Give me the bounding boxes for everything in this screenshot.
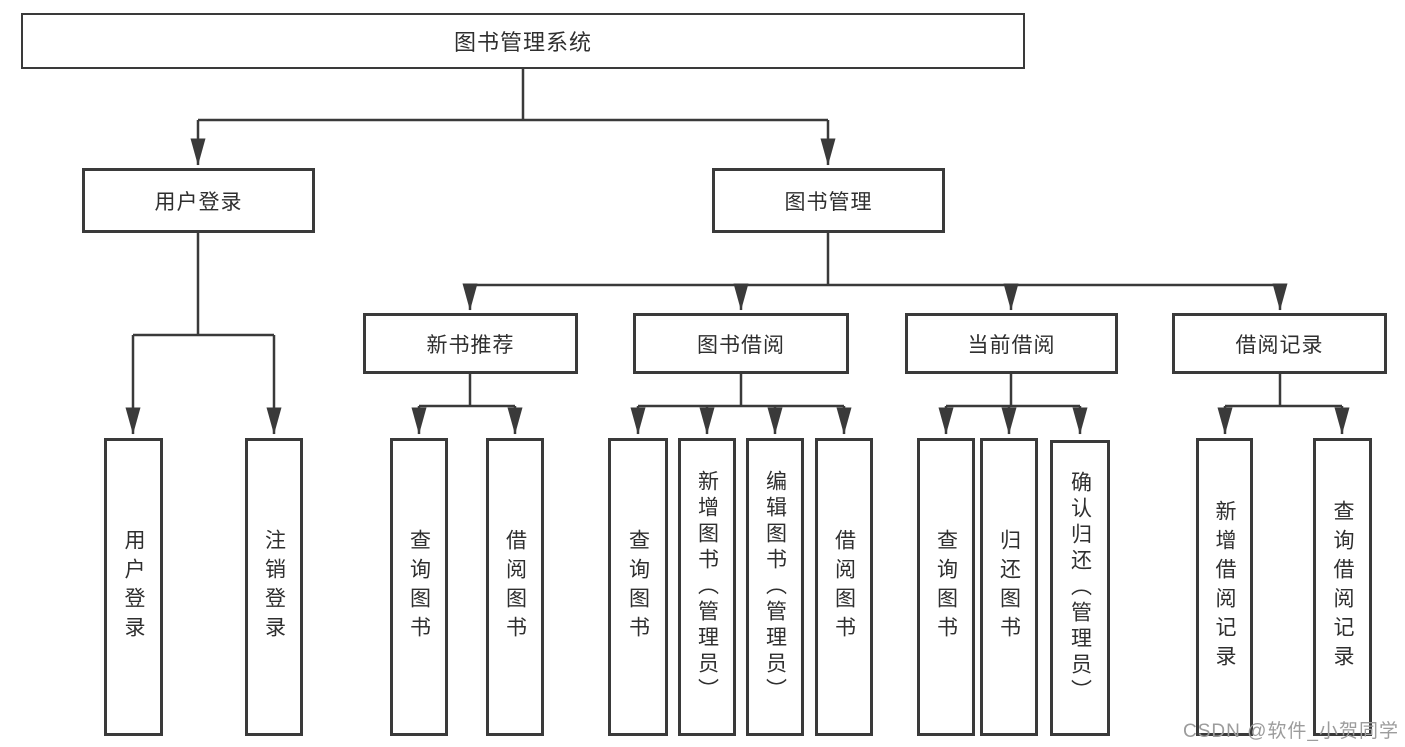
node-book-management: 图书管理 (712, 168, 945, 233)
leaf-borrow-query-book-label: 查询图书 (626, 529, 650, 645)
leaf-borrow-book: 借阅图书 (815, 438, 873, 736)
leaf-borrow-query-book: 查询图书 (608, 438, 668, 736)
leaf-edit-book-admin: 编辑图书（管理员） (746, 438, 804, 736)
leaf-user-login: 用户登录 (104, 438, 163, 736)
leaf-user-login-label: 用户登录 (122, 529, 145, 645)
leaf-logout: 注销登录 (245, 438, 303, 736)
node-borrow-record-label: 借阅记录 (1235, 333, 1324, 357)
leaf-current-query-book-label: 查询图书 (934, 529, 958, 645)
leaf-query-borrow-record: 查询借阅记录 (1313, 438, 1372, 736)
leaf-add-borrow-record-label: 新增借阅记录 (1213, 500, 1236, 674)
node-book-borrow: 图书借阅 (633, 313, 849, 374)
leaf-edit-book-admin-label: 编辑图书（管理员） (763, 470, 787, 704)
leaf-recommend-borrow-book: 借阅图书 (486, 438, 544, 736)
leaf-recommend-query-book: 查询图书 (390, 438, 448, 736)
node-current-borrow-label: 当前借阅 (967, 333, 1056, 357)
node-new-book-recommend-label: 新书推荐 (426, 333, 515, 357)
leaf-confirm-return-admin: 确认归还（管理员） (1050, 440, 1110, 736)
node-book-borrow-label: 图书借阅 (697, 333, 785, 357)
leaf-query-borrow-record-label: 查询借阅记录 (1331, 500, 1354, 674)
node-root-system-label: 图书管理系统 (453, 30, 592, 55)
leaf-return-book: 归还图书 (980, 438, 1038, 736)
leaf-add-book-admin-label: 新增图书（管理员） (695, 470, 719, 704)
node-current-borrow: 当前借阅 (905, 313, 1118, 374)
node-borrow-record: 借阅记录 (1172, 313, 1387, 374)
leaf-confirm-return-admin-label: 确认归还（管理员） (1068, 471, 1092, 705)
leaf-recommend-query-book-label: 查询图书 (407, 529, 431, 645)
leaf-borrow-book-label: 借阅图书 (832, 529, 856, 645)
leaf-add-borrow-record: 新增借阅记录 (1196, 438, 1253, 736)
leaf-logout-label: 注销登录 (262, 529, 286, 645)
leaf-recommend-borrow-book-label: 借阅图书 (503, 529, 527, 645)
leaf-return-book-label: 归还图书 (997, 529, 1021, 645)
node-root-system: 图书管理系统 (21, 13, 1025, 69)
node-user-login: 用户登录 (82, 168, 315, 233)
leaf-add-book-admin: 新增图书（管理员） (678, 438, 736, 736)
watermark: CSDN @软件_小贺同学 (1183, 721, 1399, 742)
leaf-current-query-book: 查询图书 (917, 438, 975, 736)
node-user-login-label: 用户登录 (154, 190, 243, 214)
node-new-book-recommend: 新书推荐 (363, 313, 578, 374)
node-book-management-label: 图书管理 (784, 190, 873, 214)
